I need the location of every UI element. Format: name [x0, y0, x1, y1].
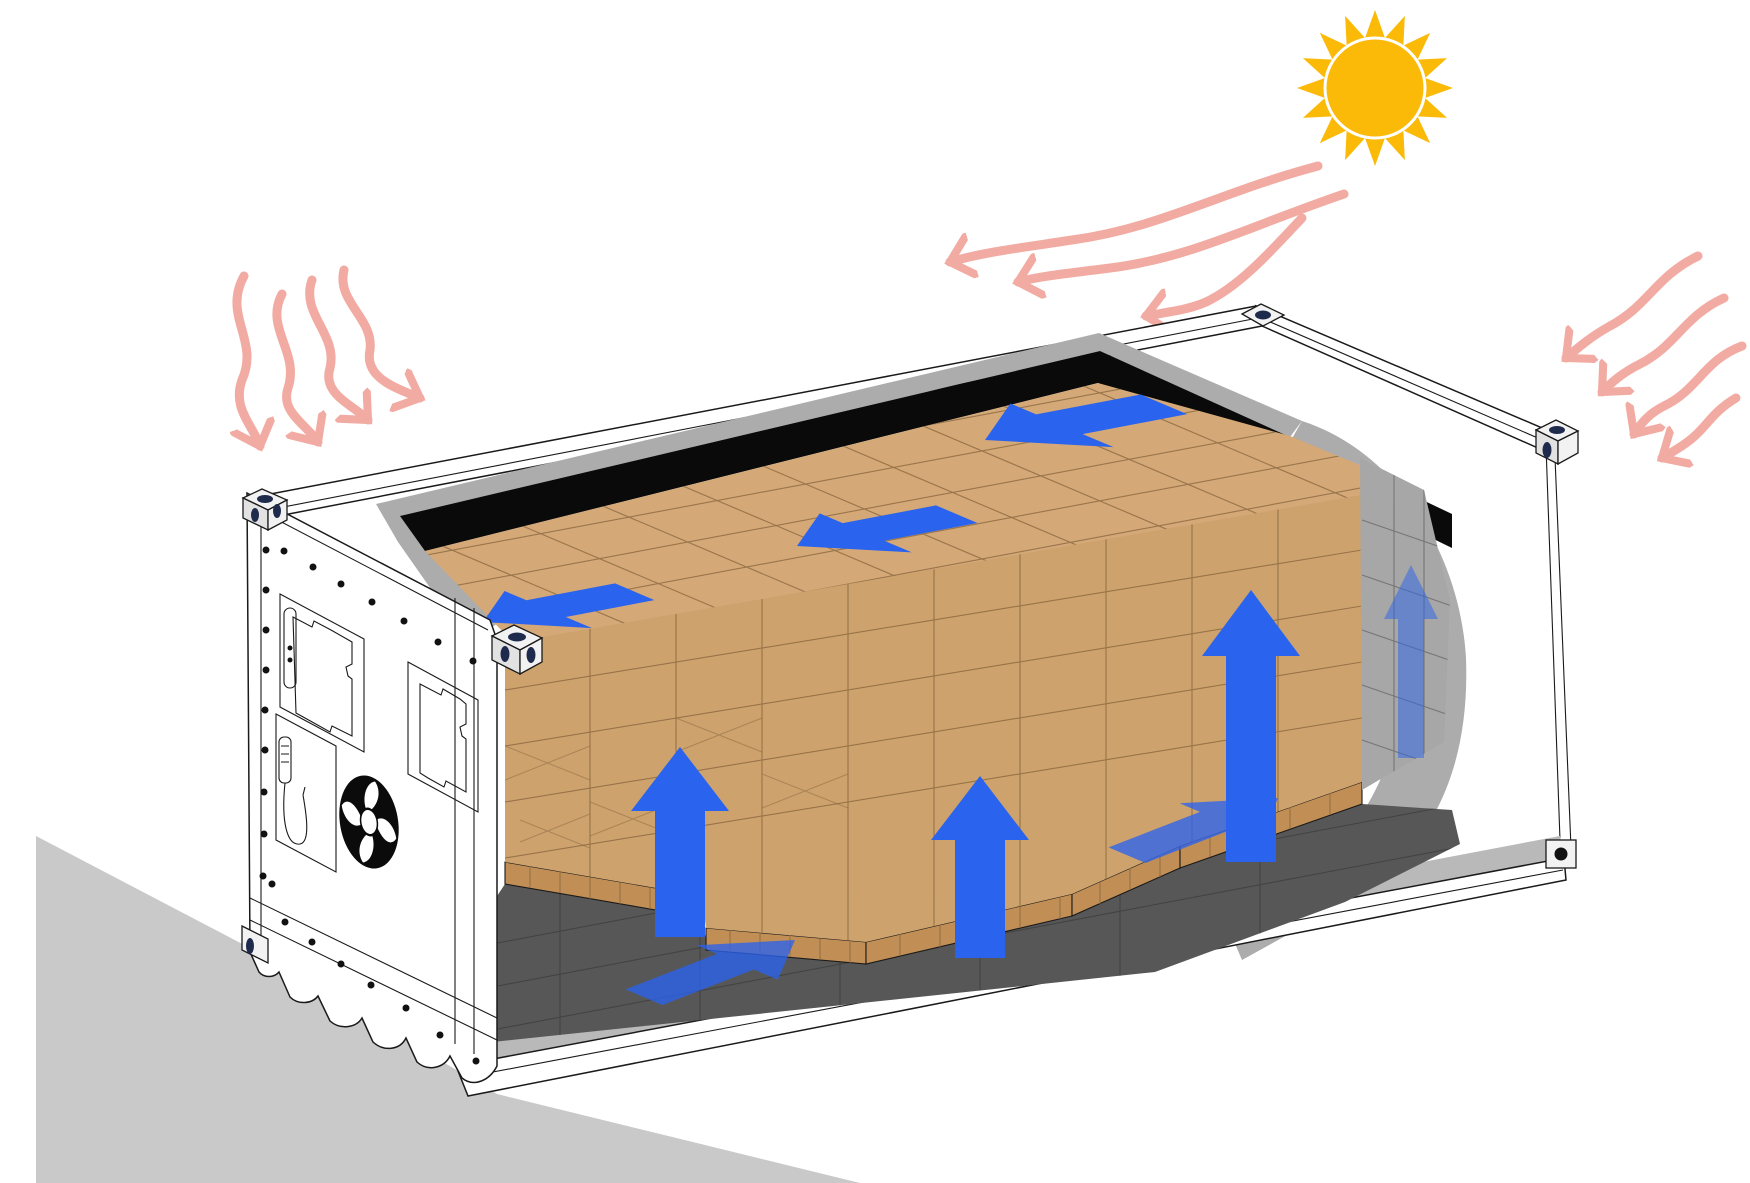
access-panel-b-hatch: [419, 683, 467, 793]
heat-arrow: [1018, 189, 1349, 282]
airflow-floor-arrow-2: [1108, 798, 1278, 863]
interior-rim-left-wedge: [376, 504, 500, 642]
heat-arrow: [237, 271, 260, 446]
sensor-slot: [283, 607, 297, 689]
access-panel-b: [407, 661, 479, 813]
heat-arrow: [338, 265, 420, 398]
heat-arrow: [1146, 213, 1307, 316]
roof-rail-right-seam: [1260, 317, 1548, 443]
rivets: [259, 546, 480, 1065]
airflow-up-arrow-3: [1202, 590, 1300, 862]
corner-casting-top-left: [241, 488, 289, 532]
airflow-return-arrow-2: [797, 505, 978, 553]
heat-arrows: [237, 161, 1747, 458]
airflow-end-wall-arrow: [1384, 565, 1438, 758]
sun-icon: [1297, 10, 1453, 166]
corner-casting-bottom-right: [1545, 839, 1577, 869]
heat-arrow: [1634, 341, 1747, 434]
ground-shadow: [36, 836, 860, 1183]
cargo-top: [425, 383, 1362, 641]
airflow-return-arrow-3: [483, 583, 655, 629]
interior-rim-top: [376, 333, 1302, 516]
corner-casting-roof-apex: [1240, 303, 1286, 327]
air-gap-band: [400, 351, 1452, 551]
access-panel-c: [275, 713, 337, 873]
reefer-unit: [246, 491, 498, 1084]
corner-casting-cutaway-post: [490, 624, 544, 676]
airflow-up-arrow-1: [631, 747, 729, 937]
heat-arrow: [1662, 393, 1741, 458]
heat-arrows-top: [950, 161, 1349, 316]
right-wall-outer-edge: [1553, 432, 1572, 849]
corner-casting-right: [1534, 419, 1580, 466]
airflow-floor-arrow-1: [625, 940, 795, 1005]
carton-flap-lines: [505, 717, 849, 849]
heat-arrows-right: [1566, 251, 1747, 458]
heat-arrow: [950, 161, 1323, 262]
corner-castings: [241, 303, 1580, 965]
access-panel-a: [279, 593, 365, 753]
heat-arrows-left: [237, 265, 420, 446]
heat-arrow: [305, 275, 373, 425]
airflow-up-arrow-2: [931, 776, 1029, 958]
heat-arrow: [1597, 293, 1729, 397]
evaporator-fan-icon: [339, 775, 399, 869]
sun-disc: [1323, 36, 1427, 140]
access-panel-a-hatch: [292, 616, 353, 737]
access-panels: [275, 593, 479, 873]
heat-arrow: [272, 289, 318, 442]
heat-arrow: [1566, 251, 1703, 358]
corner-casting-bottom-left: [241, 924, 269, 965]
airflow-arrows: [483, 394, 1438, 1005]
reefer-panel-seams: [248, 502, 498, 1054]
cargo-front-grid: [505, 494, 1362, 942]
right-wall-inner-edge: [1545, 445, 1561, 841]
sensor-cable: [278, 736, 308, 845]
airflow-return-arrow-1: [985, 394, 1188, 448]
